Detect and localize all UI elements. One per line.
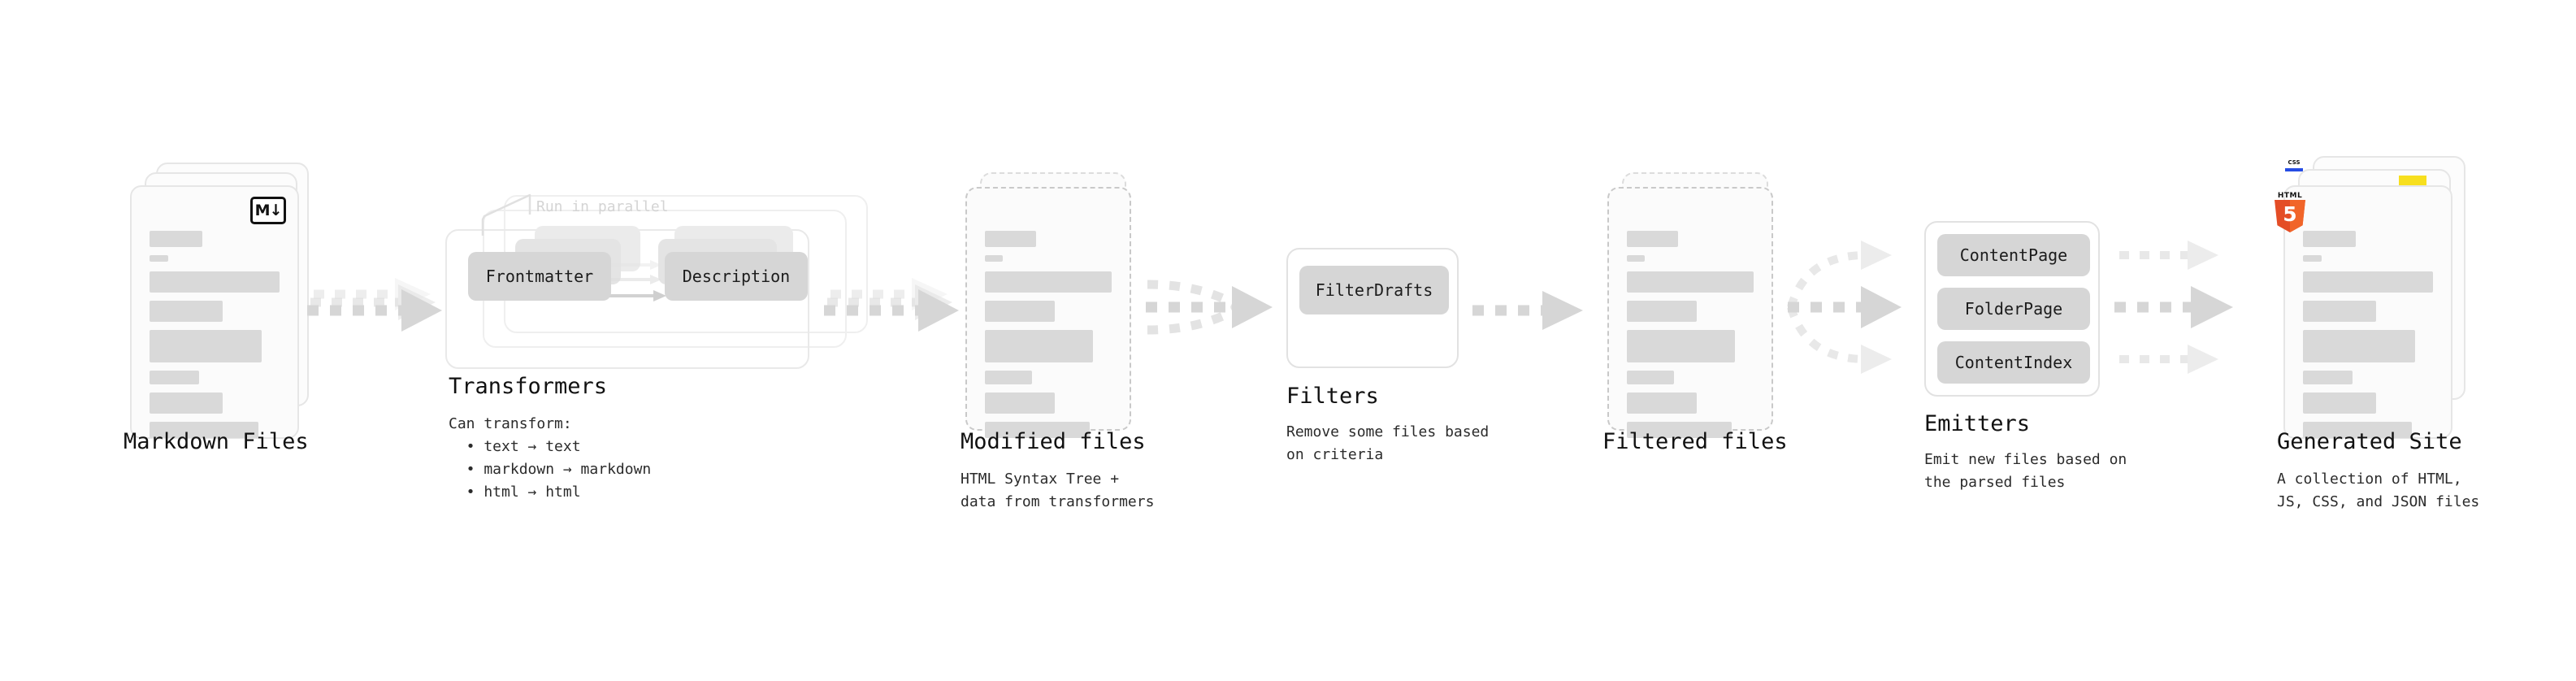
transformer-pill-description[interactable]: Description	[665, 252, 808, 301]
modified-files-title: Modified files	[961, 429, 1146, 454]
connector-markdown-to-transformers	[307, 276, 453, 341]
generated-site-title: Generated Site	[2277, 429, 2462, 454]
connector-filtered-to-emitters	[1787, 236, 1926, 382]
connector-transformers-to-modified	[824, 276, 970, 341]
filter-pill-filterdrafts[interactable]: FilterDrafts	[1299, 266, 1449, 314]
modified-card-front	[965, 187, 1131, 438]
markdown-files-stack: M↓	[122, 163, 309, 439]
emitters-group: ContentPage FolderPage ContentIndex	[1924, 221, 2100, 397]
filtered-doc-bars	[1627, 231, 1754, 446]
emitters-title: Emitters	[1924, 411, 2031, 436]
transformers-title: Transformers	[449, 374, 608, 399]
html5-icon: HTML 5	[2274, 192, 2306, 232]
connector-emitters-to-site	[2114, 236, 2261, 382]
run-in-parallel-label: Run in parallel	[536, 198, 669, 215]
connector-modified-to-filters	[1146, 268, 1284, 349]
modified-files-subtitle: HTML Syntax Tree + data from transformer…	[961, 471, 1155, 510]
filtered-card-front	[1607, 187, 1773, 438]
filters-title: Filters	[1286, 384, 1379, 409]
filters-subtitle: Remove some files based on criteria	[1286, 423, 1490, 463]
markdown-icon: M↓	[250, 197, 286, 224]
modified-doc-bars	[985, 231, 1112, 446]
html5-icon-label: HTML	[2277, 192, 2303, 200]
filtered-files-title: Filtered files	[1602, 429, 1788, 454]
generated-site-subtitle: A collection of HTML, JS, CSS, and JSON …	[2277, 471, 2480, 510]
emitter-pill-folderpage[interactable]: FolderPage	[1937, 288, 2090, 330]
transformer-inner-arrows	[605, 258, 674, 315]
site-card-front: HTML 5	[2275, 185, 2452, 439]
html5-icon-number: 5	[2283, 202, 2297, 226]
markdown-card-front: M↓	[130, 185, 299, 439]
connector-filters-to-filtered	[1472, 291, 1594, 340]
markdown-files-title: Markdown Files	[124, 429, 309, 454]
emitter-pill-contentindex[interactable]: ContentIndex	[1937, 341, 2090, 384]
filters-group: FilterDrafts	[1286, 248, 1459, 368]
transformer-pill-frontmatter[interactable]: Frontmatter	[468, 252, 611, 301]
html5-shield: 5	[2275, 200, 2305, 232]
emitters-subtitle: Emit new files based on the parsed files	[1924, 451, 2127, 491]
markdown-doc-bars	[150, 231, 280, 446]
transformers-subtitle: Can transform: • text → text • markdown …	[449, 415, 652, 501]
css-icon-label: CSS	[2288, 159, 2301, 166]
emitter-pill-contentpage[interactable]: ContentPage	[1937, 234, 2090, 276]
site-doc-bars	[2303, 231, 2433, 446]
run-in-parallel-leader	[481, 192, 554, 242]
css-icon: CSS	[2285, 160, 2303, 171]
